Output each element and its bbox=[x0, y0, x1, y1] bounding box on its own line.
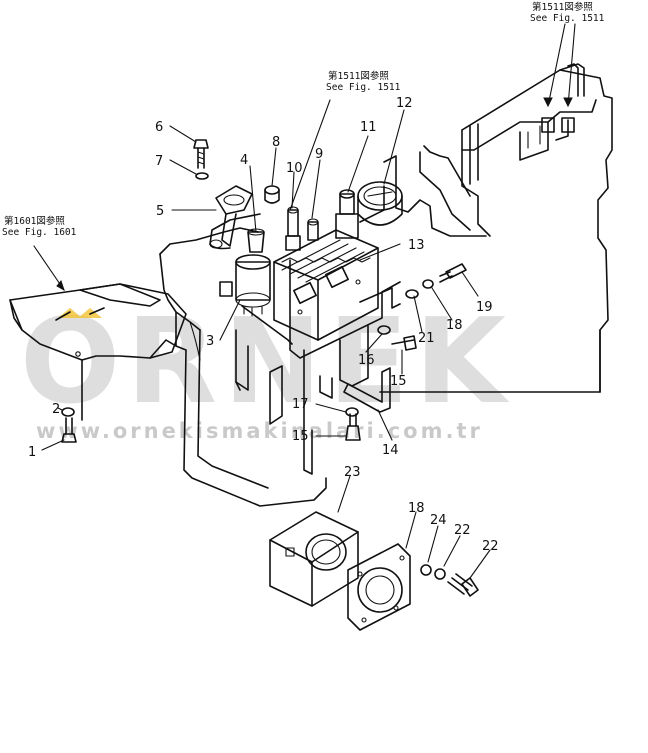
switch-components bbox=[215, 185, 359, 317]
callout-9: 9 bbox=[315, 147, 323, 162]
ref-1601-left-en: See Fig. 1601 bbox=[2, 227, 77, 238]
callout-22: 22 bbox=[482, 539, 499, 554]
callout-12: 12 bbox=[396, 96, 413, 111]
callout-20: 18 bbox=[408, 501, 425, 516]
callout-13: 13 bbox=[408, 238, 425, 253]
callout-2: 2 bbox=[52, 402, 60, 417]
callout-21: 23 bbox=[344, 465, 361, 480]
callout-17: 19 bbox=[476, 300, 493, 315]
right-cover-assembly bbox=[379, 23, 613, 393]
horn-assembly bbox=[269, 511, 479, 631]
fasteners bbox=[61, 139, 467, 443]
callout-23: 22 bbox=[454, 523, 471, 538]
callout-10: 10 bbox=[286, 161, 303, 176]
leader-lines bbox=[33, 99, 491, 579]
callout-7: 7 bbox=[155, 154, 163, 169]
callout-4: 4 bbox=[240, 153, 248, 168]
figure-references: 第1511図参照 See Fig. 1511 第1511図参照 See Fig.… bbox=[2, 1, 605, 238]
ref-1511-center-jp: 第1511図参照 bbox=[328, 70, 389, 82]
callout-11: 11 bbox=[360, 120, 377, 135]
watermark-brand: ORNEK bbox=[20, 292, 512, 430]
ref-1511-top-jp: 第1511図参照 bbox=[532, 1, 593, 13]
left-cover bbox=[9, 283, 187, 421]
callout-labels: 6 7 5 4 8 10 9 11 12 13 3 2 1 19 18 21 1… bbox=[28, 96, 499, 554]
ref-1601-left-jp: 第1601図参照 bbox=[4, 215, 65, 227]
callout-5: 5 bbox=[156, 204, 164, 219]
callout-15-upper: 15 bbox=[390, 374, 407, 389]
callout-1: 1 bbox=[28, 445, 36, 460]
callout-24: 24 bbox=[430, 513, 447, 528]
watermark-logo-mark bbox=[58, 308, 102, 318]
watermark: ORNEK www.ornekismakinalari.com.tr bbox=[20, 292, 512, 443]
callout-6: 6 bbox=[155, 120, 163, 135]
callout-3: 3 bbox=[206, 334, 214, 349]
callout-16-upper: 16 bbox=[358, 353, 375, 368]
watermark-url: www.ornekismakinalari.com.tr bbox=[36, 419, 483, 443]
ref-1511-top-en: See Fig. 1511 bbox=[530, 13, 605, 24]
dashboard-frame bbox=[159, 155, 487, 507]
callout-18: 18 bbox=[446, 318, 463, 333]
callout-16-lower: 17 bbox=[292, 397, 309, 412]
callout-14: 14 bbox=[382, 443, 399, 458]
callout-8: 8 bbox=[272, 135, 280, 150]
ref-1511-center-en: See Fig. 1511 bbox=[326, 82, 401, 93]
callout-15-lower: 15 bbox=[292, 429, 309, 444]
callout-19: 21 bbox=[418, 331, 435, 346]
